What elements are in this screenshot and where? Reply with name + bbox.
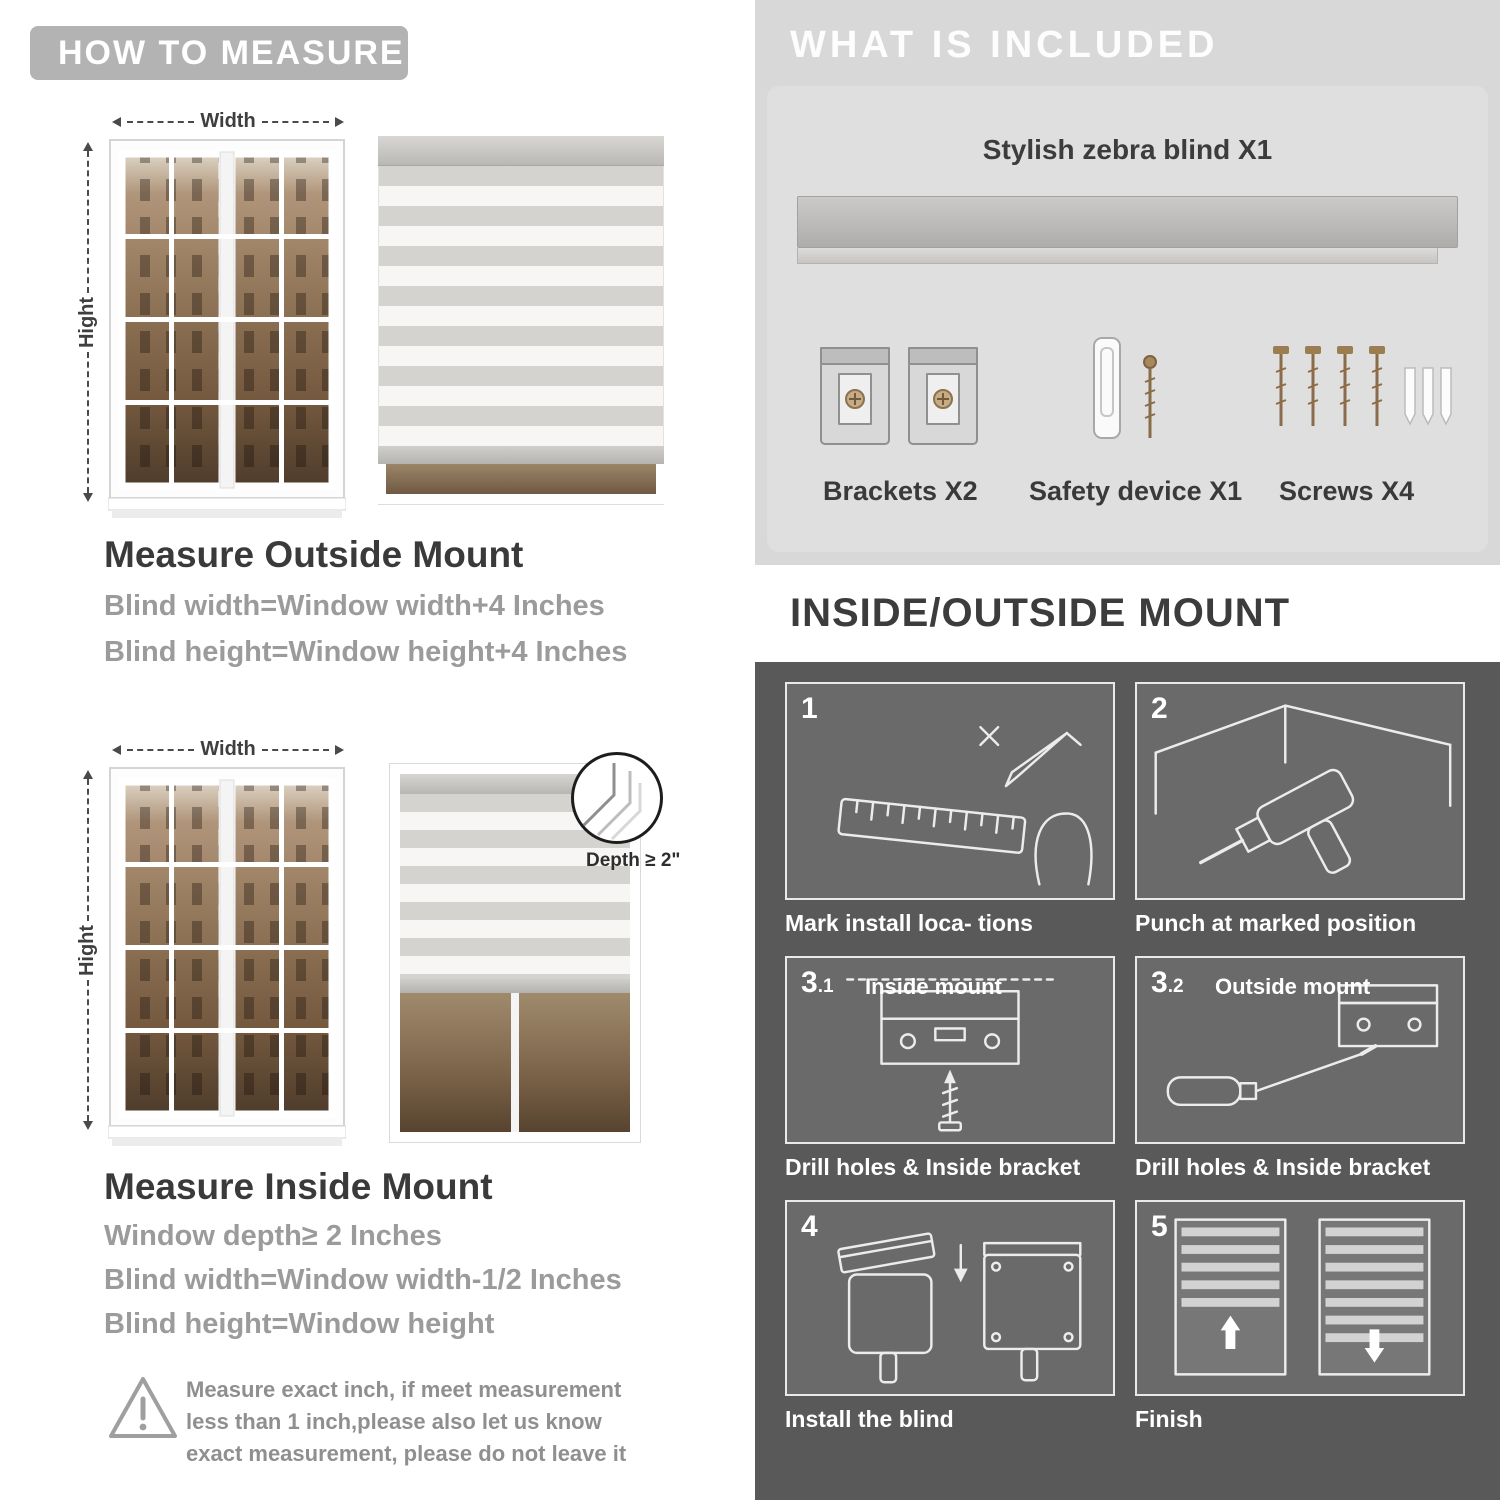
outside-mount-title: Measure Outside Mount bbox=[104, 534, 524, 575]
drill-illustration bbox=[1154, 704, 1452, 874]
inside-mount-title: Measure Inside Mount bbox=[104, 1166, 493, 1207]
brackets-label: Brackets X2 bbox=[823, 476, 978, 506]
mount-header-banner: INSIDE/OUTSIDE MOUNT bbox=[755, 565, 1500, 662]
zebra-blind-illustration bbox=[378, 136, 664, 504]
step-5-caption: Finish bbox=[1135, 1406, 1203, 1432]
outside-mount-label: Outside mount bbox=[1215, 974, 1371, 999]
how-to-measure-title: HOW TO MEASURE bbox=[58, 33, 405, 72]
step-2-caption: Punch at marked position bbox=[1135, 910, 1417, 936]
dashed-line bbox=[87, 351, 89, 493]
step-number: 5 bbox=[1151, 1210, 1168, 1243]
dashed-line bbox=[261, 120, 330, 123]
width-label: Width bbox=[200, 738, 256, 760]
dashed-line bbox=[87, 151, 89, 293]
screws-icon bbox=[1273, 346, 1452, 426]
blind-item-label: Stylish zebra blind X1 bbox=[982, 134, 1273, 165]
dashed-line bbox=[87, 979, 89, 1121]
step-1-panel: 1 bbox=[785, 682, 1115, 900]
width-arrow-inside: Width bbox=[112, 738, 344, 761]
mount-header-title: INSIDE/OUTSIDE MOUNT bbox=[790, 591, 1291, 635]
outside-mount-line-2: Blind height=Window height+4 Inches bbox=[104, 636, 628, 668]
how-to-measure-banner: HOW TO MEASURE bbox=[30, 26, 408, 80]
outside-mount-line-1: Blind width=Window width+4 Inches bbox=[104, 590, 605, 622]
mark-locations-illustration bbox=[837, 725, 1093, 886]
step-4-panel: 4 bbox=[785, 1200, 1115, 1396]
dashed-line bbox=[127, 120, 195, 123]
inside-mount-label: Inside mount bbox=[865, 974, 1002, 999]
step-number: 2 bbox=[1151, 692, 1168, 725]
safety-device-icon bbox=[1093, 337, 1157, 439]
step-2-panel: 2 bbox=[1135, 682, 1465, 900]
height-label: Hight bbox=[76, 924, 99, 976]
screws-label: Screws X4 bbox=[1279, 476, 1415, 506]
step-number: 3.1 bbox=[801, 966, 834, 999]
dashed-line bbox=[127, 748, 195, 751]
headrail-illustration bbox=[797, 196, 1458, 264]
outside-bracket-illustration bbox=[1166, 984, 1439, 1107]
step-3-1-panel: 3.1 Inside mount bbox=[785, 956, 1115, 1144]
inside-mount-line-1: Window depth≥ 2 Inches bbox=[104, 1220, 442, 1252]
brackets-icon bbox=[820, 347, 978, 445]
step-3-2-caption: Drill holes & Inside bracket bbox=[1135, 1154, 1431, 1180]
headrail-bar bbox=[797, 196, 1458, 248]
dashed-line bbox=[87, 779, 89, 921]
window-photo-illustration bbox=[108, 139, 346, 518]
inside-mount-line-3: Blind height=Window height bbox=[104, 1308, 495, 1340]
step-1-caption: Mark install loca- tions bbox=[785, 910, 1033, 936]
dashed-line bbox=[261, 748, 330, 751]
what-is-included-title: WHAT IS INCLUDED bbox=[790, 24, 1219, 66]
install-blind-illustration bbox=[837, 1232, 1082, 1384]
window-glimpse bbox=[378, 464, 664, 504]
window-glimpse bbox=[400, 993, 630, 1132]
blind-stripes bbox=[378, 166, 664, 446]
included-card: Stylish zebra blind X1 bbox=[767, 86, 1488, 552]
depth-label: Depth ≥ 2" bbox=[586, 850, 681, 871]
blind-cassette bbox=[378, 136, 664, 166]
warning-triangle-icon bbox=[109, 1377, 177, 1438]
finish-illustration bbox=[1174, 1218, 1431, 1376]
inside-bracket-illustration bbox=[846, 978, 1059, 1132]
mount-steps-section: 1 bbox=[755, 662, 1500, 1500]
height-arrow-inside: Hight bbox=[76, 770, 100, 1130]
step-number: 3.2 bbox=[1151, 966, 1184, 999]
height-arrow-outside: Hight bbox=[76, 142, 100, 502]
step-number: 1 bbox=[801, 692, 818, 725]
measure-note: Measure exact inch, if meet measurement … bbox=[186, 1377, 627, 1466]
window-photo-illustration bbox=[108, 767, 346, 1146]
step-number: 4 bbox=[801, 1210, 818, 1243]
step-5-panel: 5 bbox=[1135, 1200, 1465, 1396]
blind-bottom-rail bbox=[400, 979, 630, 993]
step-4-caption: Install the blind bbox=[785, 1406, 954, 1432]
safety-device-label: Safety device X1 bbox=[1029, 476, 1243, 506]
height-label: Hight bbox=[76, 296, 99, 348]
depth-detail-magnifier bbox=[571, 752, 663, 844]
step-3-2-panel: 3.2 Outside mount bbox=[1135, 956, 1465, 1144]
inside-mount-line-2: Blind width=Window width-1/2 Inches bbox=[104, 1264, 622, 1296]
step-3-1-caption: Drill holes & Inside bracket bbox=[785, 1154, 1081, 1180]
width-label: Width bbox=[200, 110, 256, 132]
what-is-included-section: WHAT IS INCLUDED Stylish zebra blind X1 bbox=[755, 0, 1500, 565]
window-corner-detail-icon bbox=[580, 763, 642, 841]
width-arrow-outside: Width bbox=[112, 110, 344, 133]
headrail-lip bbox=[797, 248, 1439, 264]
blind-on-window-illustration bbox=[390, 764, 640, 1142]
blind-bottom-rail bbox=[378, 446, 664, 464]
